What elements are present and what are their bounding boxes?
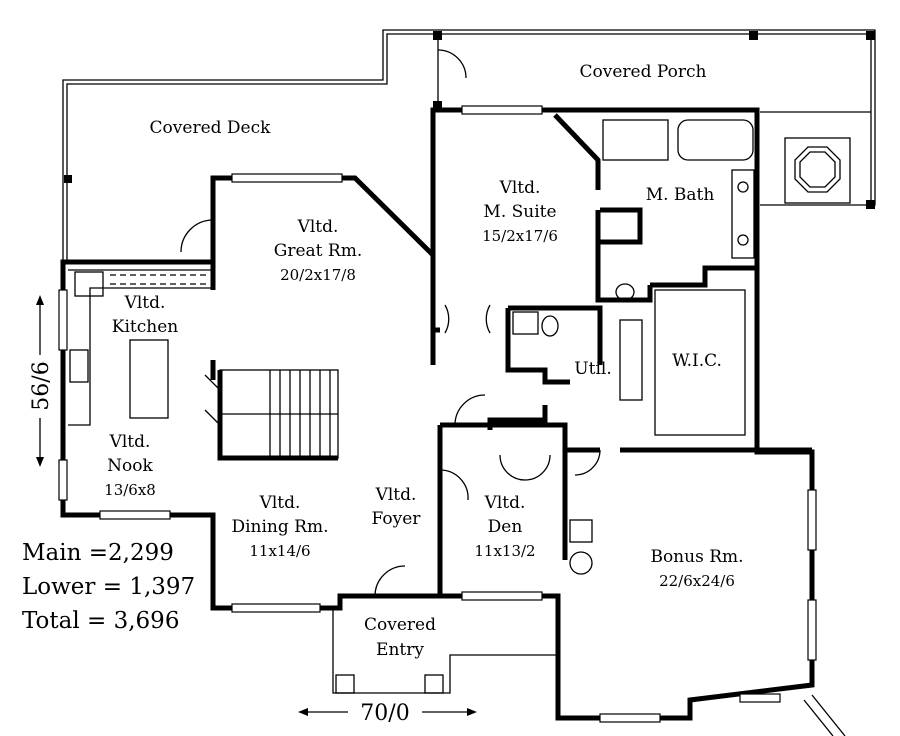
label-master-suite-line1: Vltd. (499, 178, 541, 198)
covered-entry-outline (332, 610, 558, 694)
label-bonus-line1: Bonus Rm. (650, 547, 743, 567)
label-kitchen-line1: Vltd. (124, 293, 166, 313)
label-covered-deck: Covered Deck (150, 118, 272, 138)
label-covered-entry-line1: Covered (364, 615, 436, 635)
windows (58, 105, 817, 723)
label-bonus-dim: 22/6x24/6 (659, 572, 735, 590)
label-den-dim: 11x13/2 (474, 542, 535, 560)
label-great-room-line1: Vltd. (297, 217, 339, 237)
label-nook-line1: Vltd. (109, 432, 151, 452)
label-great-room-line2: Great Rm. (274, 241, 362, 261)
shower (602, 119, 669, 161)
label-wic: W.I.C. (672, 351, 722, 371)
label-den-line1: Vltd. (484, 493, 526, 513)
label-master-suite-dim: 15/2x17/6 (482, 227, 558, 245)
label-nook-dim: 13/6x8 (104, 481, 156, 499)
label-covered-porch: Covered Porch (580, 62, 707, 82)
label-foyer-line2: Foyer (372, 509, 422, 529)
area-lower: Lower = 1,397 (22, 574, 195, 600)
kitchen-counter (68, 269, 214, 426)
label-dining-line1: Vltd. (259, 493, 301, 513)
area-main: Main =2,299 (22, 540, 174, 566)
label-master-suite-line2: M. Suite (483, 202, 556, 222)
label-covered-entry-line2: Entry (376, 640, 424, 660)
label-dining-line2: Dining Rm. (231, 517, 328, 537)
label-kitchen-line2: Kitchen (112, 317, 178, 337)
label-great-room-dim: 20/2x17/8 (280, 266, 356, 284)
bathtub (677, 119, 754, 161)
label-den-line2: Den (488, 517, 523, 537)
hot-tub (784, 137, 851, 204)
label-dining-dim: 11x14/6 (249, 542, 310, 560)
label-utility: Util. (574, 359, 611, 379)
dimension-depth: 56/6 (29, 361, 54, 410)
label-foyer-line1: Vltd. (375, 485, 417, 505)
doors (180, 219, 601, 597)
label-nook-line2: Nook (107, 456, 153, 476)
area-total: Total = 3,696 (22, 608, 179, 634)
label-master-bath: M. Bath (646, 185, 715, 205)
dimension-width: 70/0 (360, 701, 409, 726)
